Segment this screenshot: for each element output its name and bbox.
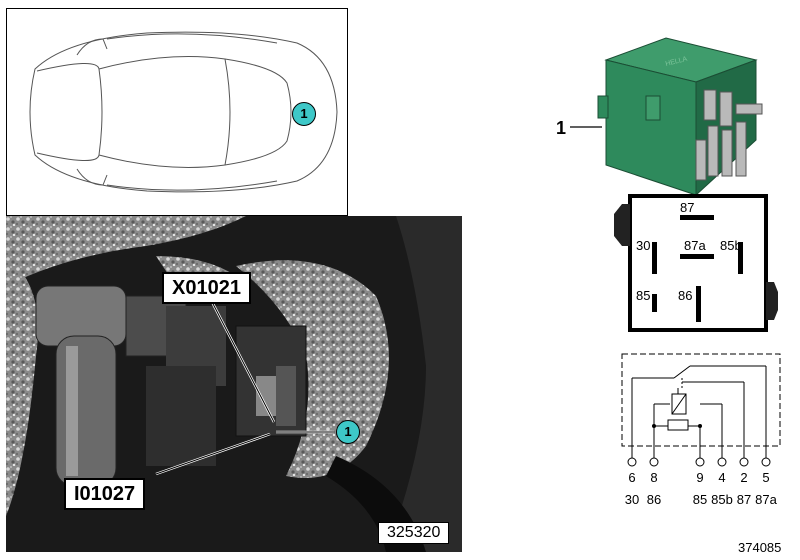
car-callout-1: 1 <box>292 102 316 126</box>
term-85: 85 <box>636 288 651 303</box>
relay-image: HELLA <box>597 37 763 197</box>
pin-bottom-85: 85 <box>692 492 708 507</box>
pin-top-2: 2 <box>740 470 748 485</box>
pin-top-6: 6 <box>628 470 636 485</box>
term-87: 87 <box>680 200 695 215</box>
relay-pin-layout: 87 30 87a 85b 85 86 <box>600 190 778 342</box>
part-number-label: 1 <box>556 118 567 138</box>
term-86: 86 <box>678 288 693 303</box>
pin-top-4: 4 <box>718 470 726 485</box>
pin-top-8: 8 <box>650 470 658 485</box>
connector-label: X01021 <box>162 272 251 304</box>
photo-id: 325320 <box>378 522 450 544</box>
pin-bottom-87a: 87a <box>755 492 777 507</box>
photo-callout-1: 1 <box>336 420 360 444</box>
pin-bottom-85b: 85b <box>711 492 733 507</box>
pin-bottom-87: 87 <box>736 492 752 507</box>
circuit-drawing <box>621 353 781 467</box>
fuse-label: I01027 <box>64 478 146 510</box>
pin-layout-drawing <box>614 194 778 332</box>
term-85b: 85b <box>720 238 742 253</box>
term-87a: 87a <box>684 238 706 253</box>
diagram-id: 374085 <box>738 540 782 555</box>
engine-bay-photo: X01021 I01027 1 325320 <box>6 216 462 552</box>
term-30: 30 <box>636 238 651 253</box>
relay-circuit-schematic: 6 8 9 4 2 5 30 86 85 85b 87 87a <box>610 348 790 518</box>
pin-top-5: 5 <box>762 470 770 485</box>
car-location-panel: 1 <box>6 8 348 216</box>
part-leader-line <box>570 126 602 128</box>
car-outline <box>29 31 338 193</box>
pin-top-9: 9 <box>696 470 704 485</box>
pin-bottom-86: 86 <box>646 492 662 507</box>
pin-bottom-30: 30 <box>624 492 640 507</box>
